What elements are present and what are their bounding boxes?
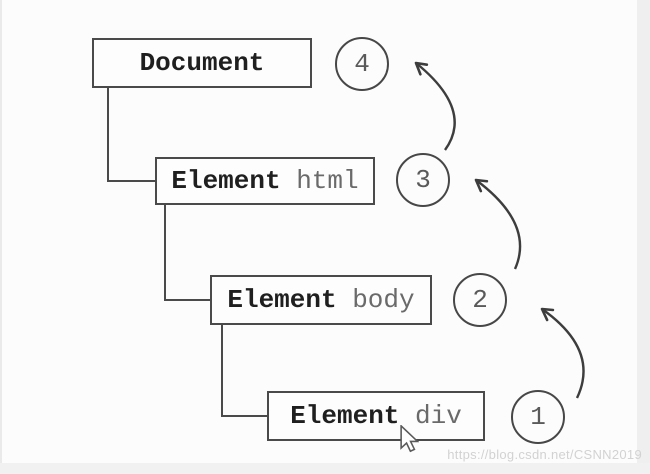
tree-connector-body-div — [221, 325, 267, 417]
order-number: 2 — [472, 285, 488, 315]
order-badge-document: 4 — [335, 37, 389, 91]
node-box-element-body: Element body — [210, 275, 432, 325]
left-edge-line — [0, 0, 2, 474]
node-tag-label: html — [296, 166, 359, 196]
order-badge-body: 2 — [453, 273, 507, 327]
right-gutter — [637, 0, 650, 474]
node-box-element-div: Element div — [267, 391, 485, 441]
node-tag-label: body — [352, 285, 415, 315]
order-number: 1 — [530, 402, 546, 432]
tree-connector-document-html — [107, 88, 155, 182]
node-label: Element — [227, 285, 337, 315]
bottom-gutter — [0, 463, 650, 474]
node-tag-label: div — [415, 401, 462, 431]
watermark-url: https://blog.csdn.net/CSNN2019 — [447, 447, 642, 462]
order-number: 4 — [354, 49, 370, 79]
node-box-element-html: Element html — [155, 157, 375, 205]
bubble-arrow-2-to-3 — [474, 178, 522, 270]
node-label: Document — [139, 48, 265, 78]
bubble-arrow-3-to-4 — [414, 61, 456, 151]
node-label: Element — [290, 401, 400, 431]
order-badge-html: 3 — [396, 153, 450, 207]
tree-connector-html-body — [164, 205, 210, 301]
order-badge-div: 1 — [511, 390, 565, 444]
node-box-document: Document — [92, 38, 312, 88]
order-number: 3 — [415, 165, 431, 195]
node-label: Element — [171, 166, 281, 196]
bubble-arrow-1-to-2 — [540, 307, 585, 399]
mouse-cursor-icon — [400, 425, 419, 453]
